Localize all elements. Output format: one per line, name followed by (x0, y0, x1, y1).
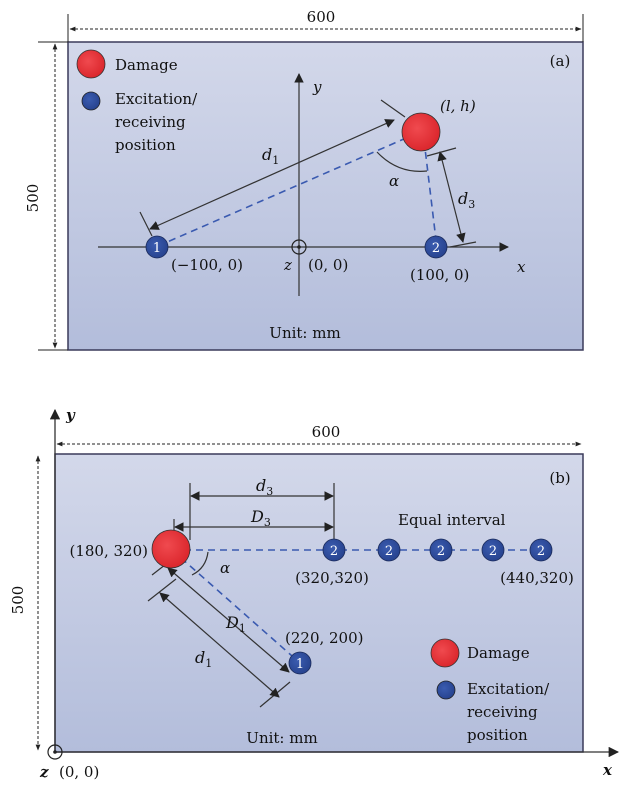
d3-arrow-a (437, 151, 466, 243)
z-axis-label-a: z (283, 256, 292, 274)
legend-sensor-label-a-2: receiving (115, 113, 186, 131)
sensor-2-last-coord-b: (440,320) (500, 569, 574, 587)
height-dim-label-a: 500 (24, 184, 42, 213)
sensor-2-id-b: 2 (437, 544, 445, 559)
panel-b: y x z (0, 0) 600 500 (b) d3 D3 Equal int… (9, 406, 620, 781)
alpha-arc-a (376, 151, 428, 172)
legend-sensor-label-b-1: Excitation/ (467, 680, 550, 698)
legend-sensor-label-a-3: position (115, 136, 176, 154)
sensor-2-id-b: 2 (489, 544, 497, 559)
legend-sensor-label-a-1: Excitation/ (115, 90, 198, 108)
sensor-1-coord-a: (−100, 0) (171, 256, 243, 274)
sensor-2-b (377, 538, 401, 562)
d1-label-b: d1 (195, 648, 212, 670)
d1-arrow-b (159, 592, 280, 698)
z-axis-label-b: z (39, 763, 49, 781)
d1-arrow-a (149, 119, 395, 230)
damage-marker-a (401, 112, 441, 152)
y-axis-label-a: y (312, 78, 322, 96)
sensor-1-a (145, 235, 169, 259)
sensor-2-first-coord-b: (320,320) (295, 569, 369, 587)
origin-coord-a: (0, 0) (308, 256, 348, 274)
legend-sensor-icon-b (436, 680, 456, 700)
D3-label-b: D3 (250, 507, 271, 529)
alpha-label-a: α (389, 172, 399, 190)
x-axis-label-a: x (517, 258, 526, 276)
legend-damage-label-b: Damage (467, 644, 530, 662)
damage-coord-b: (180, 320) (69, 542, 148, 560)
d1-label-a: d1 (262, 145, 279, 167)
legend-damage-label-a: Damage (115, 56, 178, 74)
sensor-1-id-a: 1 (153, 241, 161, 256)
path-damage-s2-a (423, 139, 437, 241)
legend-damage-icon-a (76, 49, 106, 79)
sensor-2-b (429, 538, 453, 562)
equal-interval-label-b: Equal interval (398, 511, 506, 529)
damage-coord-a: (l, h) (440, 97, 476, 115)
alpha-label-b: α (220, 559, 230, 577)
width-dim-label-a: 600 (307, 8, 336, 26)
panel-tag-a: (a) (550, 52, 571, 70)
sensor-2-id-b: 2 (330, 544, 338, 559)
plate-b (54, 453, 584, 753)
sensor-1-id-b: 1 (296, 657, 304, 672)
sensor-1-b (288, 651, 312, 675)
sensor-2-row-b: 2 2 2 2 2 (322, 538, 553, 562)
d3-label-b: d3 (256, 476, 273, 498)
sensor-2-id-a: 2 (432, 241, 440, 256)
panel-tag-b: (b) (549, 469, 570, 487)
x-axis-label-b: x (602, 761, 613, 779)
legend-damage-icon-b (430, 638, 460, 668)
sensor-2-b (322, 538, 346, 562)
origin-marker-b (47, 744, 63, 760)
origin-coord-b: (0, 0) (59, 763, 99, 781)
height-dim-label-b: 500 (9, 586, 27, 615)
origin-marker-a (291, 239, 307, 255)
legend-sensor-icon-a (81, 91, 101, 111)
sensor-2-id-b: 2 (385, 544, 393, 559)
legend-sensor-label-b-2: receiving (467, 703, 538, 721)
y-axis-label-b: y (65, 406, 76, 424)
plate-a (67, 41, 584, 351)
sensor-2-coord-a: (100, 0) (410, 266, 469, 284)
sensor-1-coord-b: (220, 200) (285, 629, 364, 647)
D1-label-b: D1 (225, 613, 246, 635)
damage-marker-b (151, 529, 191, 569)
sensor-2-a (424, 235, 448, 259)
sensor-2-b (529, 538, 553, 562)
unit-label-b: Unit: mm (246, 729, 317, 747)
sensor-2-id-b: 2 (537, 544, 545, 559)
unit-label-a: Unit: mm (269, 324, 340, 342)
panel-a: 600 500 (a) Damage Excitation/ receiving… (24, 8, 584, 351)
sensor-2-b (481, 538, 505, 562)
d3-label-a: d3 (458, 189, 475, 211)
width-dim-label-b: 600 (312, 423, 341, 441)
legend-sensor-label-b-3: position (467, 726, 528, 744)
